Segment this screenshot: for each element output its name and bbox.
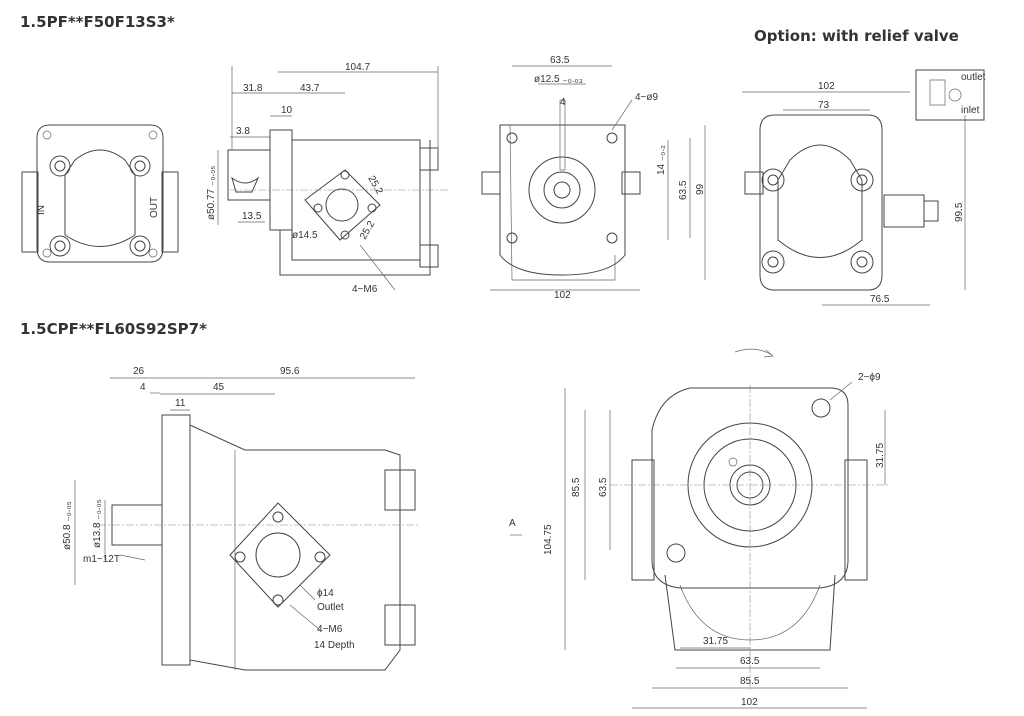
dim-bottom-w1: 31.75 <box>703 636 728 647</box>
key <box>231 176 260 193</box>
dim-bottom-shaft: ø13.8 ₋₀.₀₅ <box>92 499 103 548</box>
mount-hole <box>811 398 831 418</box>
front-hub <box>528 156 596 224</box>
dim-front-bolt-spacing: 63.5 <box>550 55 570 66</box>
bolt-hole <box>129 155 151 177</box>
dim-bottom-outlet: ϕ14 <box>317 588 334 599</box>
rear-cover <box>64 149 136 247</box>
relief-valve <box>883 194 925 228</box>
bolt-hole <box>49 235 71 257</box>
dim-relief-offset: 76.5 <box>870 294 890 305</box>
top-rear-view: IN OUT <box>21 124 179 263</box>
dim-front-vert-bolt: 63.5 <box>678 180 689 200</box>
port-opening <box>325 188 359 222</box>
dim-top-thread: 4−M6 <box>352 284 378 295</box>
dim-bottom-bolt-offset: 31.75 <box>875 443 886 468</box>
port-boss <box>419 147 439 171</box>
dim-relief-width: 102 <box>818 81 835 92</box>
model-heading-top: 1.5PF**F50F13S3* <box>20 13 175 31</box>
front-body <box>499 124 626 276</box>
dim-top-shaft-len: 31.8 <box>243 83 263 94</box>
relief-schematic <box>915 69 985 121</box>
option-heading: Option: with relief valve <box>754 27 959 45</box>
dim-bottom-thread: 4−M6 <box>317 624 343 635</box>
dim-bottom-spline: m1−12T <box>83 554 120 565</box>
top-front-view: 63.5 ø12.5 ₋₀.₀₃ 4 4−ø9 14 ₋₀.₂ 63.5 99 … <box>481 55 706 301</box>
dim-relief-inner: 73 <box>818 100 830 111</box>
dim-bottom-pilot: ø50.8 ₋₀.₀₅ <box>62 501 73 550</box>
dim-front-holes: 4−ø9 <box>635 92 659 103</box>
dim-relief-height: 99.5 <box>954 202 965 222</box>
dim-bottom-w4: 102 <box>741 697 758 708</box>
dim-bottom-w3: 85.5 <box>740 676 760 687</box>
dim-front-key-w: 4 <box>560 97 566 108</box>
dim-bottom-shaft-len: 26 <box>133 366 145 377</box>
dim-front-height: 99 <box>695 183 706 195</box>
dim-bottom-flange: 11 <box>175 398 186 409</box>
bolt-hole <box>49 155 71 177</box>
port-flange <box>304 169 381 241</box>
inlet-boss <box>21 171 39 253</box>
dim-top-key-len: 13.5 <box>242 211 262 222</box>
bottom-flange <box>161 414 191 666</box>
dim-bottom-overall: 95.6 <box>280 366 300 377</box>
bottom-body <box>189 424 401 671</box>
rotation-arrow <box>734 348 773 356</box>
dim-top-flange: 10 <box>281 105 293 116</box>
bottom-front-body <box>651 387 849 589</box>
top-side-view: 104.7 31.8 43.7 10 3.8 ø50.77 ₋₀.₀₅ 13.5… <box>206 62 450 295</box>
inlet-label: IN <box>36 205 47 215</box>
outlet-label: OUT <box>149 197 160 218</box>
dim-bottom-h3: 63.5 <box>598 477 609 497</box>
bottom-side-view: 26 4 95.6 45 11 ø50.8 ₋₀.₀₅ ø13.8 ₋₀.₀₅ … <box>62 366 420 671</box>
top-relief-view: 102 73 99.5 76.5 outlet inlet <box>742 69 986 306</box>
dim-top-body-offset: 43.7 <box>300 83 320 94</box>
bottom-front-view: 2−ϕ9 31.75 104.75 85.5 63.5 A 31.75 63.5… <box>509 348 890 709</box>
dim-top-pilot: ø50.77 ₋₀.₀₅ <box>206 166 217 220</box>
view-label-a: A <box>509 518 516 529</box>
dim-front-width: 102 <box>554 290 571 301</box>
mount-flange <box>269 129 293 231</box>
dim-front-shaft: ø12.5 ₋₀.₀₃ <box>534 74 583 85</box>
rear-body <box>36 124 164 263</box>
mount-hole <box>666 543 686 563</box>
dim-bottom-height: 104.75 <box>543 524 554 555</box>
dim-top-port: ø14.5 <box>292 230 318 241</box>
bottom-port-flange <box>229 502 331 608</box>
dim-bottom-holes: 2−ϕ9 <box>858 372 881 383</box>
dim-top-overall: 104.7 <box>345 62 370 73</box>
bottom-outlet-label: Outlet <box>317 602 344 613</box>
pump-body <box>291 139 421 261</box>
outlet-boss <box>161 171 179 253</box>
bottom-depth-label: 14 Depth <box>314 640 355 651</box>
model-heading-bottom: 1.5CPF**FL60S92SP7* <box>20 320 207 338</box>
bottom-port-opening <box>255 532 301 578</box>
schematic-inlet: inlet <box>961 105 980 116</box>
dim-top-key: 3.8 <box>236 126 250 137</box>
dim-front-key-h: 14 ₋₀.₂ <box>656 145 667 175</box>
dim-bottom-key: 4 <box>140 382 146 393</box>
dim-bottom-w2: 63.5 <box>740 656 760 667</box>
bolt-hole <box>129 235 151 257</box>
dim-bottom-port-center: 45 <box>213 382 225 393</box>
relief-body <box>759 114 883 291</box>
dim-bottom-h2: 85.5 <box>571 477 582 497</box>
schematic-outlet: outlet <box>961 72 986 83</box>
